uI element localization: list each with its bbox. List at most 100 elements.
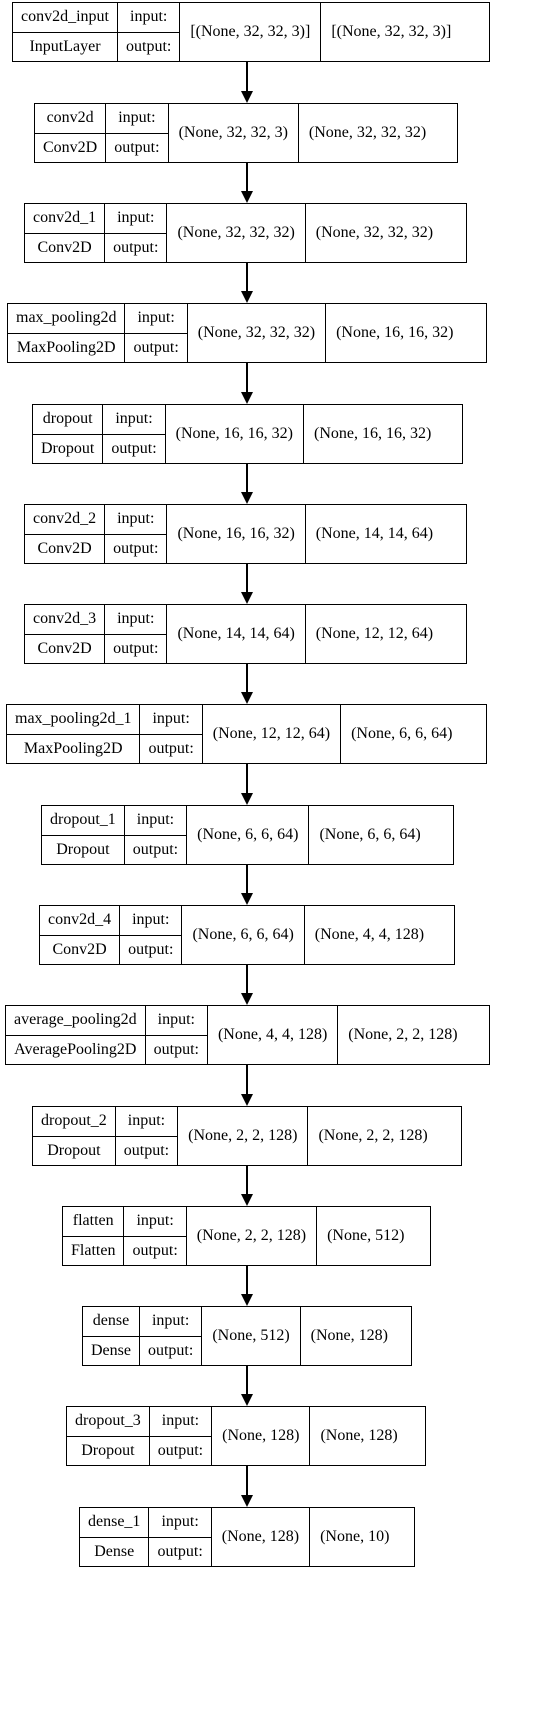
output-label: output: [113, 539, 159, 557]
layer-type: InputLayer [29, 37, 101, 55]
layer-node: flatten Flatten input: output: (None, 2,… [62, 1206, 431, 1266]
layer-label-column: conv2d_input InputLayer [13, 3, 118, 61]
layer-label-column: dropout_1 Dropout [42, 806, 125, 864]
layer-type: Conv2D [37, 238, 92, 256]
io-label-column: input: output: [105, 505, 168, 563]
layer-label-column: max_pooling2d MaxPooling2D [8, 304, 126, 362]
layer-label-column: conv2d_1 Conv2D [25, 204, 106, 262]
layer-type: AveragePooling2D [14, 1040, 137, 1058]
input-shape: (None, 12, 12, 64) [203, 705, 342, 763]
io-label-column: input: output: [139, 1307, 203, 1365]
layer-name: dropout [33, 405, 103, 435]
io-label-column: input: output: [115, 1107, 179, 1165]
input-label: input: [125, 304, 187, 334]
arrow-line [246, 464, 248, 494]
io-label-column: input: output: [120, 906, 183, 964]
output-label: output: [123, 1141, 170, 1159]
arrow-line [246, 764, 248, 795]
arrow-head-icon [241, 1094, 253, 1106]
layer-name: conv2d_3 [25, 605, 105, 635]
io-label-column: input: output: [125, 304, 188, 362]
input-shape: (None, 6, 6, 64) [182, 906, 305, 964]
layer-node: conv2d_2 Conv2D input: output: (None, 16… [24, 504, 467, 564]
layer-name: conv2d_1 [25, 204, 105, 234]
output-label: output: [147, 1341, 194, 1359]
arrow-line [246, 1266, 248, 1296]
layer-label-column: dropout Dropout [33, 405, 104, 463]
layer-node: conv2d_4 Conv2D input: output: (None, 6,… [39, 905, 455, 965]
output-label: output: [113, 639, 159, 657]
arrow-line [246, 664, 248, 694]
input-label: input: [124, 1207, 186, 1237]
output-shape: [(None, 32, 32, 3)] [331, 23, 452, 40]
io-label-column: input: output: [106, 104, 169, 162]
arrow-head-icon [241, 91, 253, 103]
arrow-line [246, 363, 248, 394]
layer-label-column: dropout_3 Dropout [67, 1407, 150, 1465]
layer-name: flatten [63, 1207, 124, 1237]
output-label: output: [157, 1441, 204, 1459]
layer-type: Dropout [81, 1441, 135, 1459]
layer-name: dropout_3 [67, 1407, 149, 1437]
layer-name: conv2d [35, 104, 106, 134]
layer-node: max_pooling2d_1 MaxPooling2D input: outp… [6, 704, 487, 764]
arrow-head-icon [241, 1294, 253, 1306]
output-shape: (None, 2, 2, 128) [348, 1026, 458, 1043]
layer-node: max_pooling2d MaxPooling2D input: output… [7, 303, 487, 363]
input-shape: (None, 2, 2, 128) [187, 1207, 318, 1265]
arrow-head-icon [241, 1495, 253, 1507]
output-shape: (None, 12, 12, 64) [315, 625, 434, 642]
output-shape: (None, 512) [327, 1227, 405, 1244]
io-label-column: input: output: [124, 1207, 187, 1265]
input-label: input: [105, 505, 167, 535]
layer-type: Conv2D [37, 639, 92, 657]
output-shape: (None, 6, 6, 64) [351, 725, 453, 742]
output-label: output: [133, 338, 179, 356]
io-label-column: input: output: [149, 1508, 212, 1566]
output-shape: (None, 14, 14, 64) [315, 525, 434, 542]
output-shape: (None, 4, 4, 128) [314, 926, 425, 943]
input-label: input: [124, 806, 187, 836]
input-label: input: [106, 104, 168, 134]
layer-name: max_pooling2d_1 [7, 705, 140, 735]
arrow-head-icon [241, 1194, 253, 1206]
output-label: output: [132, 1241, 178, 1259]
input-label: input: [103, 405, 165, 435]
layer-label-column: conv2d Conv2D [35, 104, 107, 162]
input-shape: (None, 6, 6, 64) [187, 806, 310, 864]
layer-type: MaxPooling2D [16, 338, 116, 356]
layer-name: conv2d_4 [40, 906, 120, 936]
input-label: input: [140, 705, 202, 735]
output-shape: (None, 128) [310, 1327, 388, 1344]
layer-name: conv2d_2 [25, 505, 105, 535]
output-label: output: [114, 138, 160, 156]
layer-name: dense_1 [80, 1508, 149, 1538]
layer-node: average_pooling2d AveragePooling2D input… [5, 1005, 490, 1065]
layer-label-column: flatten Flatten [63, 1207, 125, 1265]
input-label: input: [149, 1508, 211, 1538]
io-label-column: input: output: [105, 605, 168, 663]
layer-label-column: dense Dense [83, 1307, 140, 1365]
layer-node: conv2d_1 Conv2D input: output: (None, 32… [24, 203, 467, 263]
arrow-line [246, 163, 248, 193]
io-label-column: input: output: [140, 705, 203, 763]
arrow-head-icon [241, 392, 253, 404]
input-shape: (None, 16, 16, 32) [166, 405, 304, 463]
io-label-column: input: output: [149, 1407, 213, 1465]
input-shape: (None, 14, 14, 64) [167, 605, 306, 663]
output-shape: (None, 128) [320, 1427, 398, 1444]
output-shape: (None, 2, 2, 128) [318, 1127, 428, 1144]
output-label: output: [126, 37, 172, 55]
layer-type: Dropout [56, 840, 110, 858]
input-shape: (None, 128) [212, 1508, 311, 1566]
layer-label-column: conv2d_3 Conv2D [25, 605, 106, 663]
arrow-head-icon [241, 492, 253, 504]
layer-node: dropout Dropout input: output: (None, 16… [32, 404, 463, 464]
layer-name: conv2d_input [13, 3, 117, 33]
io-label-column: input: output: [103, 405, 166, 463]
arrow-head-icon [241, 592, 253, 604]
output-shape: (None, 16, 16, 32) [313, 425, 432, 442]
layer-type: Flatten [71, 1241, 116, 1259]
layer-label-column: dense_1 Dense [80, 1508, 150, 1566]
